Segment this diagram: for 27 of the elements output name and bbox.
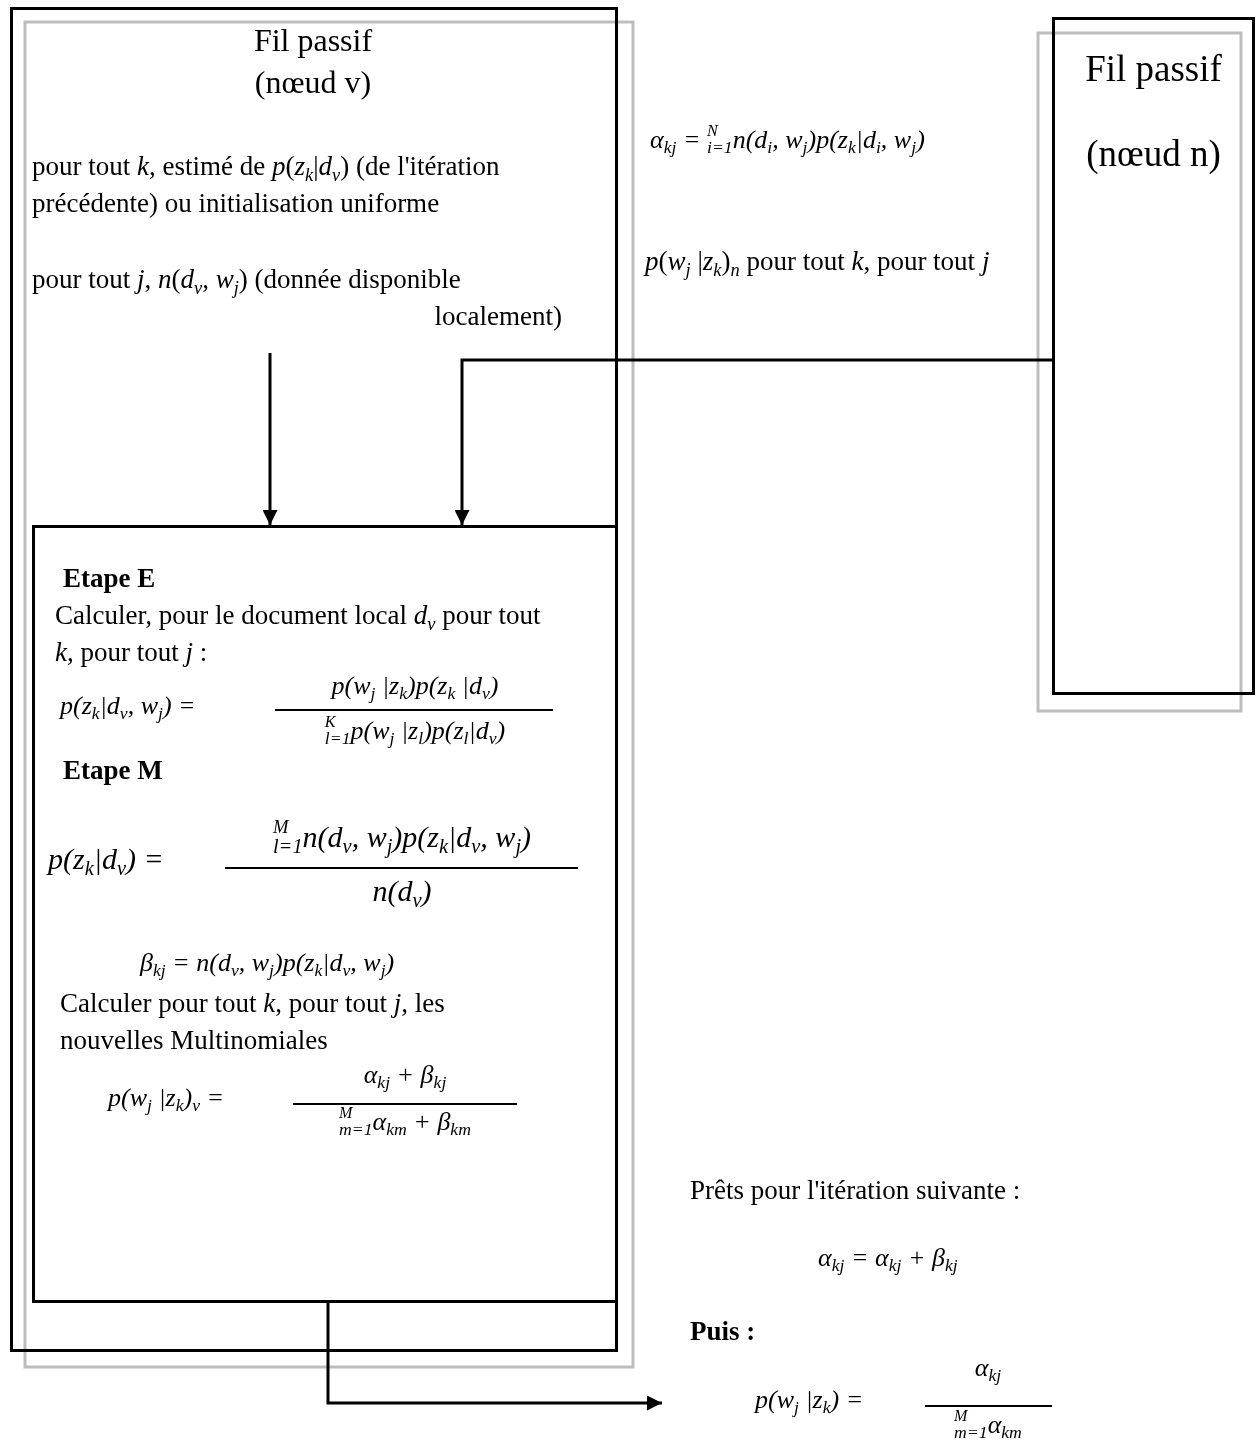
description-text: Calculer pour tout k, pour tout j, les nouvelles Multinomiales [60,987,446,1057]
process-box [1052,17,1255,695]
formula: n(d$_{v}$) [371,873,433,912]
description-text: Prêts pour l'itération suivante : [690,1174,1022,1207]
node-title: Fil passif (nœud n) [1084,47,1223,177]
formula: α$_{kj}$ [973,1352,1003,1386]
arrow [326,1303,662,1411]
arrow [454,358,1052,525]
formula: p(z$_{k}$|d$_{v}$) = [48,841,165,880]
formula: p(z$_{k}$|d$_{v}$, w$_{j}$) = [60,690,197,724]
formula: p(w$_{j}$ |z$_{k}$)$_{v}$ = [108,1082,226,1116]
process-box [32,525,618,1303]
description-text: pour tout k, estimé de p(z$_{k}$|d$_{v}$) (de l'itération précédente) ou initialisation uniforme [32,150,501,220]
description-text: pour tout j, n(d$_{v}$, w$_{j}$) (donnée disponible localement) [32,263,562,333]
arrow [262,353,278,525]
step-heading: Etape M [63,754,164,787]
description-text: Calculer, pour le document local d$_{v}$ pour tout k, pour tout j : [55,599,542,669]
formula: p(w$_{j}$ |z$_{k}$) = [755,1384,865,1418]
formula: α$_{kj}$ + β$_{kj}$ [362,1059,448,1093]
annotation-text: p(w$_{j}$ |z$_{k}$)$_{n}$ pour tout k, pour tout j [645,245,991,280]
formula: p(w$_{j}$ |z$_{k}$)p(z$_{k}$ |d$_{v}$) [329,670,500,704]
formula: β$_{kj}$ = n(d$_{v}$, w$_{j}$)p(z$_{k}$|d$_{v}$, w$_{j}$) [140,947,396,981]
node-title: Fil passif (nœud v) [252,21,374,102]
step-heading: Etape E [63,562,157,595]
formula: α$_{kj}$ = $^{N}$$_{i=1}$n(d$_{i}$, w$_{j}$)p(z$_{k}$|d$_{i}$, w$_{j}$) [650,122,926,158]
formula: α$_{kj}$ = α$_{kj}$ + β$_{kj}$ [818,1242,959,1276]
step-heading: Puis : [690,1315,757,1348]
